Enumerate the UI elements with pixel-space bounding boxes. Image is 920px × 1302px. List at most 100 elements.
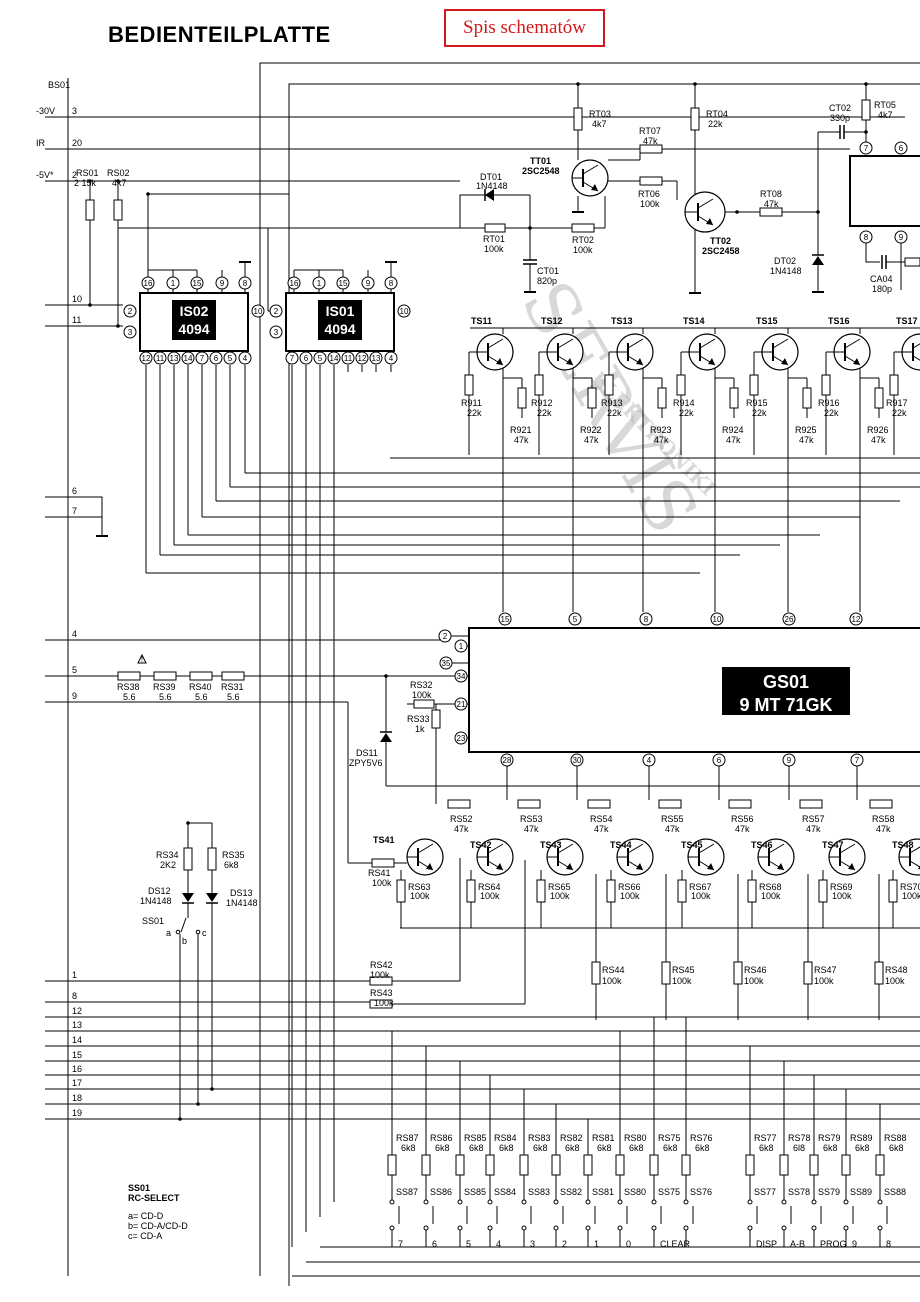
resistor [421, 1154, 431, 1176]
value-label: 1N4148 [476, 181, 508, 191]
pin-number: 15 [339, 279, 348, 288]
pin-number: 4 [243, 354, 248, 363]
connector-pin: 2 [72, 170, 77, 180]
legend-subtitle: RC-SELECT [128, 1193, 180, 1203]
ref-label: RS52 [450, 814, 473, 824]
pin-circle [859, 141, 873, 155]
key-switch-ref: SS79 [818, 1187, 840, 1197]
transistor-lead [909, 846, 920, 854]
value-label: 22k [824, 408, 839, 418]
key-resistor-value: 6k8 [855, 1143, 870, 1153]
ref-label: RS31 [221, 682, 244, 692]
key-label: 1 [594, 1239, 599, 1249]
switch-position: c [202, 928, 207, 938]
switch-contact [651, 1225, 657, 1231]
pin-circle [238, 351, 252, 365]
key-resistor-value: 6k8 [695, 1143, 710, 1153]
ref-label: RT02 [572, 235, 594, 245]
ref-label: R917 [886, 398, 908, 408]
ref-label: RS55 [661, 814, 684, 824]
key-resistor-ref: RS86 [430, 1133, 453, 1143]
pin-circle [782, 612, 796, 626]
resistor [447, 799, 471, 809]
value-label: 47k [665, 824, 680, 834]
resistor [551, 1154, 561, 1176]
transistor-arrow [496, 863, 503, 870]
transistor-lead [487, 843, 504, 854]
ref-label: RS56 [731, 814, 754, 824]
resistor [517, 387, 527, 409]
resistor [369, 976, 393, 986]
diode [182, 893, 194, 902]
ref-label: RS45 [672, 965, 695, 975]
pin-circle [712, 753, 726, 767]
pin-number: 6 [214, 354, 219, 363]
resistor [658, 799, 682, 809]
connector-name: BS01 [48, 80, 70, 90]
transistor-lead [698, 843, 715, 854]
transistor-ref: TS46 [751, 840, 773, 850]
key-resistor-value: 6k8 [759, 1143, 774, 1153]
value-label: 100k [410, 891, 430, 901]
value-label: 6k8 [224, 860, 239, 870]
connector-pin: 6 [72, 486, 77, 496]
switch-contact [389, 1199, 395, 1205]
pin-number: 4 [647, 756, 652, 765]
key-label: 3 [530, 1239, 535, 1249]
pin-circle [181, 351, 195, 365]
transistor-lead [844, 338, 861, 349]
value-label: 22k [752, 408, 767, 418]
resistor [573, 107, 583, 131]
ref-label: R926 [867, 425, 889, 435]
ref-label: R912 [531, 398, 553, 408]
ref-label: RS58 [872, 814, 895, 824]
transistor-arrow [566, 863, 573, 870]
value-label: 4k7 [112, 178, 127, 188]
switch-contact [811, 1199, 817, 1205]
warning-triangle [137, 653, 147, 664]
value-label: 1k [415, 724, 425, 734]
junction-dot [576, 82, 580, 86]
key-resistor-value: 6k8 [629, 1143, 644, 1153]
schematics-index-link[interactable]: Spis schematów [444, 9, 605, 47]
wire [288, 83, 920, 1286]
transistor-ref: TT01 [530, 156, 551, 166]
resistor [464, 374, 474, 396]
wire [259, 62, 920, 1276]
resistor [371, 858, 395, 868]
junction-dot [88, 303, 92, 307]
pin-circle [123, 304, 137, 318]
pin-circle [859, 230, 873, 244]
transistor-arrow [566, 358, 573, 365]
pin-number: 7 [855, 756, 860, 765]
ic-label-box [172, 300, 216, 340]
pin-number: 14 [330, 354, 339, 363]
resistor [809, 1154, 819, 1176]
resistor [113, 199, 123, 221]
transistor-arrow [853, 358, 860, 365]
switch-contact [877, 1225, 883, 1231]
key-label: 5 [466, 1239, 471, 1249]
pin-number: 15 [193, 279, 202, 288]
value-label: 47k [764, 199, 779, 209]
value-label: 100k [620, 891, 640, 901]
value-label: 22k [537, 408, 552, 418]
wire [180, 917, 187, 933]
connector-pin: 12 [72, 1006, 82, 1016]
key-resistor-ref: RS77 [754, 1133, 777, 1143]
connector-pin: 18 [72, 1093, 82, 1103]
value-label: 100k [640, 199, 660, 209]
switch-contact [521, 1225, 527, 1231]
ref-label: RS41 [368, 868, 391, 878]
pin-circle [336, 276, 350, 290]
resistor [485, 1154, 495, 1176]
key-switch-ref: SS85 [464, 1187, 486, 1197]
transistor-lead [772, 338, 789, 349]
ref-label: RT06 [638, 189, 660, 199]
ref-label: RS01 [76, 168, 99, 178]
connector-pin: 7 [72, 506, 77, 516]
switch-contact [585, 1225, 591, 1231]
connector-pin: 10 [72, 294, 82, 304]
key-resistor-value: 6k8 [565, 1143, 580, 1153]
